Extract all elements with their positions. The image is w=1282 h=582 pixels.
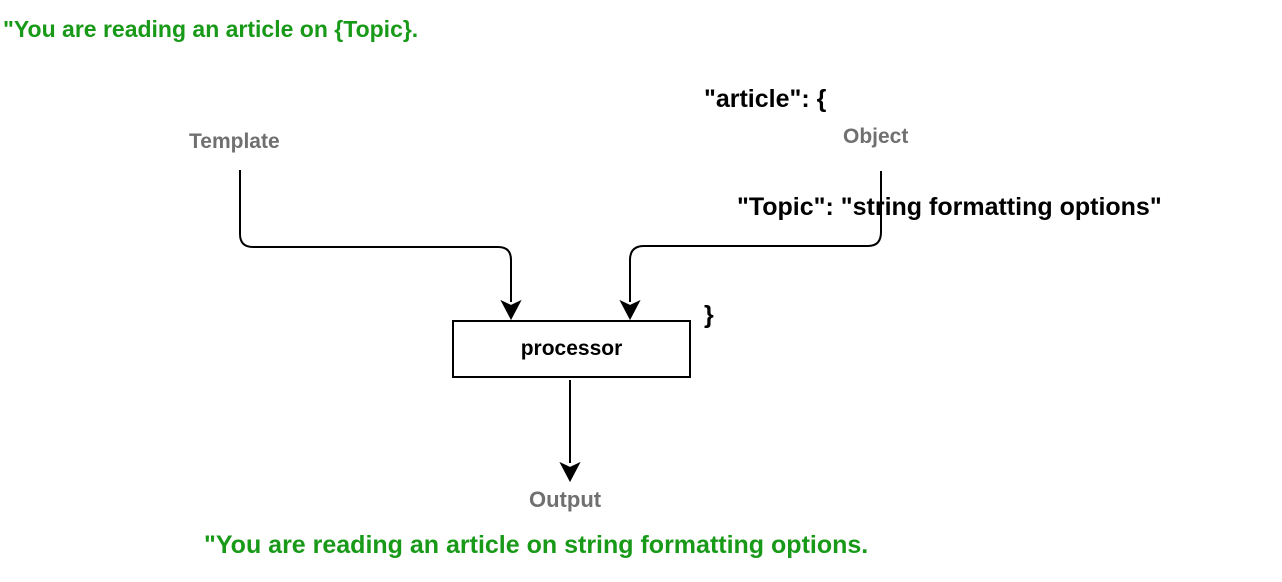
object-json-line-3: } bbox=[704, 301, 714, 329]
template-node-label: Template bbox=[189, 130, 280, 153]
template-to-processor-arrow bbox=[239, 170, 512, 302]
object-json-line-2: "Topic": "string formatting options" bbox=[737, 193, 1162, 221]
template-string-text: "You are reading an article on {Topic}. bbox=[3, 16, 419, 42]
arrowhead-down-icon bbox=[619, 299, 641, 321]
output-node-label: Output bbox=[529, 487, 602, 512]
object-json-line-1: "article": { bbox=[704, 85, 827, 113]
object-node-label: Object bbox=[843, 125, 909, 148]
processor-label: processor bbox=[520, 337, 623, 360]
object-json-block: "article": { "Topic": "string formatting… bbox=[704, 9, 1162, 405]
arrowhead-down-icon bbox=[559, 461, 581, 483]
result-string-text: "You are reading an article on string fo… bbox=[204, 531, 869, 559]
processor-box: processor bbox=[452, 320, 691, 378]
arrowhead-down-icon bbox=[500, 299, 522, 321]
